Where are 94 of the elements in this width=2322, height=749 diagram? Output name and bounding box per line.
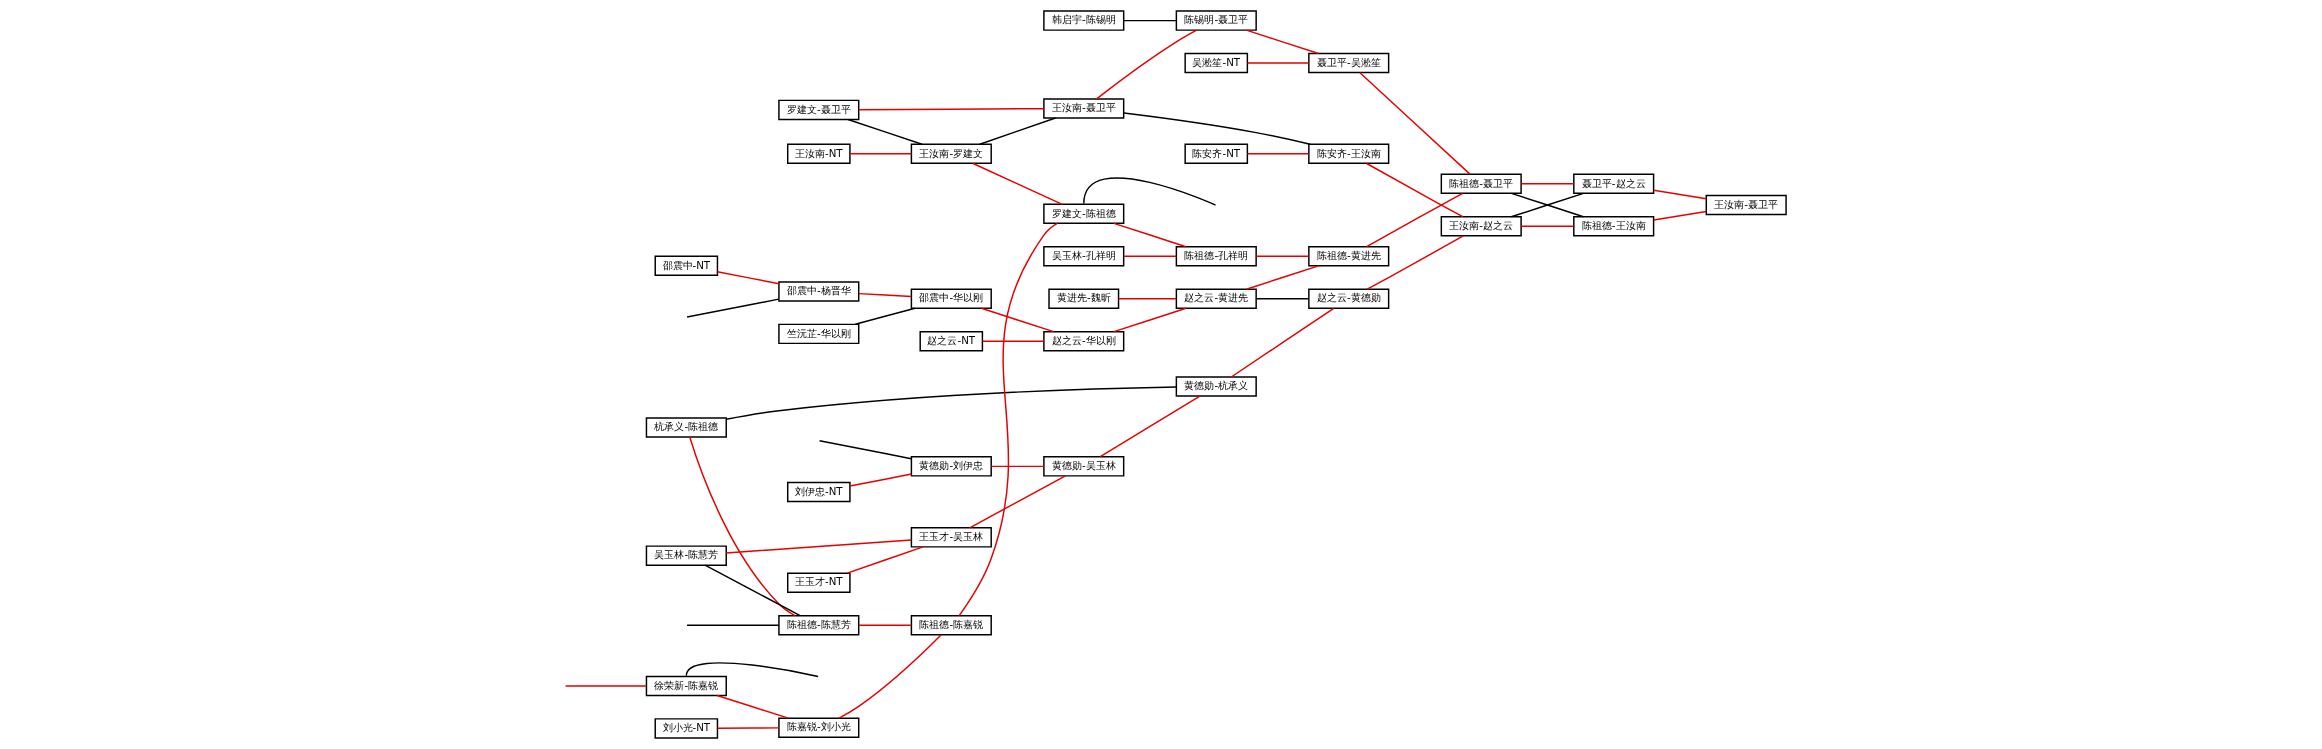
connector	[849, 153, 913, 155]
node-box: 陈祖德-聂卫平	[1440, 173, 1522, 195]
connector	[1083, 177, 1217, 206]
node-box: 邵震中-杨晋华	[778, 281, 860, 302]
node-box: 王汝南-罗建文	[910, 143, 992, 165]
connector	[685, 662, 819, 678]
node-box: 徐荣新-陈嘉锐	[645, 675, 727, 697]
node-box: 吴玉林-陈慧芳	[645, 545, 727, 566]
node-box: 邵震中-华以刚	[910, 288, 992, 309]
connector	[990, 465, 1045, 468]
node-box: 黄德勋-刘伊忠	[910, 456, 992, 477]
node-box: 黄进先-魏昕	[1048, 288, 1120, 309]
connector	[716, 271, 780, 285]
node-box: 王汝南-聂卫平	[1043, 98, 1125, 119]
node-box: 陈锡明-聂卫平	[1175, 10, 1257, 31]
connector	[1113, 222, 1187, 248]
connector	[849, 473, 913, 487]
connector	[858, 624, 912, 626]
node-box: 刘伊忠-NT	[787, 481, 851, 503]
connector	[1245, 265, 1320, 290]
connector	[1113, 307, 1187, 333]
connector	[1123, 19, 1177, 22]
node-box: 陈安齐-NT	[1184, 143, 1249, 165]
node-box: 聂卫平-吴淞笙	[1308, 52, 1390, 74]
connector	[858, 292, 912, 298]
connector	[1123, 112, 1311, 146]
node-box: 黄德勋-杭承义	[1175, 376, 1257, 397]
connector	[1123, 255, 1177, 258]
connector	[1246, 153, 1310, 155]
node-box: 陈祖德-陈慧芳	[778, 614, 860, 636]
node-box: 竺沅芷-华以刚	[778, 323, 860, 345]
node-box: 陈安齐-王汝南	[1308, 143, 1390, 165]
connector	[689, 436, 796, 617]
connector	[725, 386, 1177, 420]
node-box: 赵之云-黄德勋	[1308, 288, 1390, 309]
connector	[1245, 29, 1320, 55]
connector	[1653, 189, 1707, 200]
connector	[979, 117, 1057, 145]
node-box: 吴玉林-孔祥明	[1043, 246, 1125, 267]
node-box: 王汝南-NT	[787, 143, 851, 165]
connector	[1366, 192, 1464, 248]
connector	[1095, 29, 1198, 100]
connector	[981, 340, 1045, 342]
node-box: 陈嘉锐-刘小光	[778, 717, 860, 738]
connector	[1255, 298, 1310, 300]
node-box: 陈祖德-黄进先	[1308, 246, 1390, 267]
connector	[1520, 183, 1575, 185]
connector	[1653, 210, 1707, 221]
node-box: 杭承义-陈祖德	[645, 417, 727, 438]
connector	[1255, 255, 1310, 258]
node-box: 韩启宇-陈锡明	[1043, 10, 1125, 31]
connector	[725, 539, 913, 554]
connector	[858, 107, 1045, 111]
connector	[564, 685, 648, 687]
node-box: 聂卫平-赵之云	[1573, 173, 1655, 195]
connector	[716, 727, 780, 729]
node-box: 陈祖德-孔祥明	[1175, 246, 1257, 267]
connector	[686, 298, 780, 318]
connector	[838, 634, 942, 719]
connector	[854, 307, 916, 325]
connector	[1117, 298, 1177, 300]
node-box: 罗建文-聂卫平	[778, 99, 860, 121]
connector	[1366, 162, 1464, 218]
connector	[686, 624, 780, 626]
connector	[818, 440, 912, 460]
node-box: 陈祖德-王汝南	[1573, 216, 1655, 237]
node-box: 黄德勋-吴玉林	[1043, 456, 1125, 477]
connector	[972, 162, 1063, 206]
connector	[1510, 192, 1585, 218]
connector	[1359, 72, 1471, 175]
connector	[846, 546, 924, 574]
node-box: 邵震中-NT	[654, 255, 719, 277]
node-box: 赵之云-NT	[919, 330, 984, 352]
connector	[968, 475, 1067, 529]
node-box: 罗建文-陈祖德	[1043, 203, 1125, 225]
node-box: 王玉才-NT	[787, 572, 851, 593]
node-box: 王汝南-聂卫平	[1705, 194, 1787, 216]
node-box: 赵之云-黄进先	[1175, 288, 1257, 309]
connector	[1246, 62, 1310, 64]
connector	[716, 694, 789, 719]
node-box: 吴淞笙-NT	[1184, 52, 1249, 74]
node-box: 王汝南-赵之云	[1440, 216, 1522, 237]
connector	[1520, 225, 1575, 227]
connector	[958, 222, 1058, 617]
connector	[980, 307, 1055, 333]
connector	[1099, 395, 1201, 458]
node-box: 陈祖德-陈嘉锐	[910, 614, 992, 636]
node-box: 王玉才-吴玉林	[910, 527, 992, 548]
connector	[1366, 235, 1464, 290]
connector	[1230, 307, 1335, 378]
node-box: 刘小光-NT	[654, 718, 719, 739]
node-box: 赵之云-华以刚	[1043, 330, 1125, 352]
connector	[847, 118, 923, 145]
connector	[704, 564, 801, 617]
